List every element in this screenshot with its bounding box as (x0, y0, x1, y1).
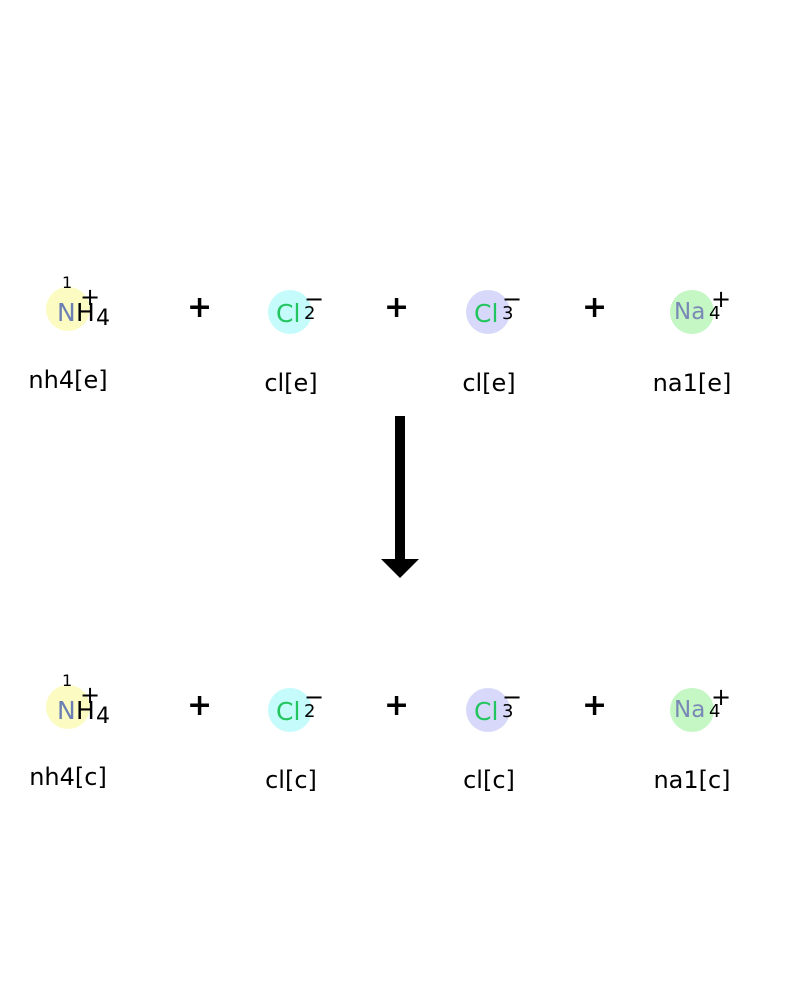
charge-sign: − (304, 285, 325, 313)
atom-highlight-circle (670, 688, 714, 732)
atom-index: 3 (502, 303, 514, 324)
plus-sign: + (384, 688, 410, 723)
charge-sign: − (304, 683, 325, 711)
atom-index: 4 (709, 701, 721, 722)
species-cl-3-reactant: Cl 3 − cl[e] (418, 270, 558, 400)
chlorine-symbol: Cl (474, 299, 499, 328)
species-nh4-reactant: 1 N H + 4 nh4[e] (0, 270, 140, 400)
hydrogen-symbol: H (76, 298, 95, 327)
atom-highlight-circle (466, 290, 510, 334)
sodium-symbol: Na (674, 697, 706, 723)
hydrogen-count: 4 (96, 704, 110, 729)
species-label: cl[e] (264, 369, 318, 397)
species-label: na1[e] (652, 369, 732, 397)
plus-sign: + (582, 290, 608, 325)
species-label: nh4[e] (28, 366, 108, 394)
atom-highlight-circle (466, 688, 510, 732)
atom-map-number: 1 (62, 273, 73, 292)
hydrogen-symbol: H (76, 696, 95, 725)
species-cl-2-product: Cl 2 − cl[c] (220, 668, 360, 798)
charge-sign: − (502, 285, 523, 313)
hydrogen-count: 4 (96, 306, 110, 331)
atom-index: 2 (304, 701, 316, 722)
atom-map-number: 1 (62, 671, 73, 690)
charge-sign: + (80, 681, 101, 709)
plus-sign: + (582, 688, 608, 723)
plus-sign: + (187, 688, 213, 723)
charge-sign: + (711, 683, 732, 711)
species-na-reactant: Na 4 + na1[e] (620, 270, 760, 400)
atom-highlight-circle (268, 688, 312, 732)
atom-index: 4 (709, 303, 721, 324)
atom-highlight-circle (670, 290, 714, 334)
nitrogen-symbol: N (57, 696, 76, 725)
plus-sign: + (187, 290, 213, 325)
charge-sign: + (80, 283, 101, 311)
species-label: nh4[c] (29, 763, 107, 791)
species-label: na1[c] (653, 766, 731, 794)
species-na-product: Na 4 + na1[c] (620, 668, 760, 798)
nitrogen-symbol: N (57, 298, 76, 327)
chlorine-symbol: Cl (276, 697, 301, 726)
atom-index: 3 (502, 701, 514, 722)
down-arrow-icon (381, 416, 419, 578)
species-cl-3-product: Cl 3 − cl[c] (418, 668, 558, 798)
chlorine-symbol: Cl (276, 299, 301, 328)
charge-sign: + (711, 285, 732, 313)
plus-sign: + (384, 290, 410, 325)
species-cl-2-reactant: Cl 2 − cl[e] (220, 270, 360, 400)
species-label: cl[e] (462, 369, 516, 397)
charge-sign: − (502, 683, 523, 711)
species-nh4-product: 1 N H + 4 nh4[c] (0, 668, 140, 798)
atom-highlight-circle (46, 685, 90, 729)
chlorine-symbol: Cl (474, 697, 499, 726)
atom-highlight-circle (268, 290, 312, 334)
sodium-symbol: Na (674, 299, 706, 325)
atom-highlight-circle (46, 287, 90, 331)
species-label: cl[c] (463, 766, 515, 794)
atom-index: 2 (304, 303, 316, 324)
species-label: cl[c] (265, 766, 317, 794)
